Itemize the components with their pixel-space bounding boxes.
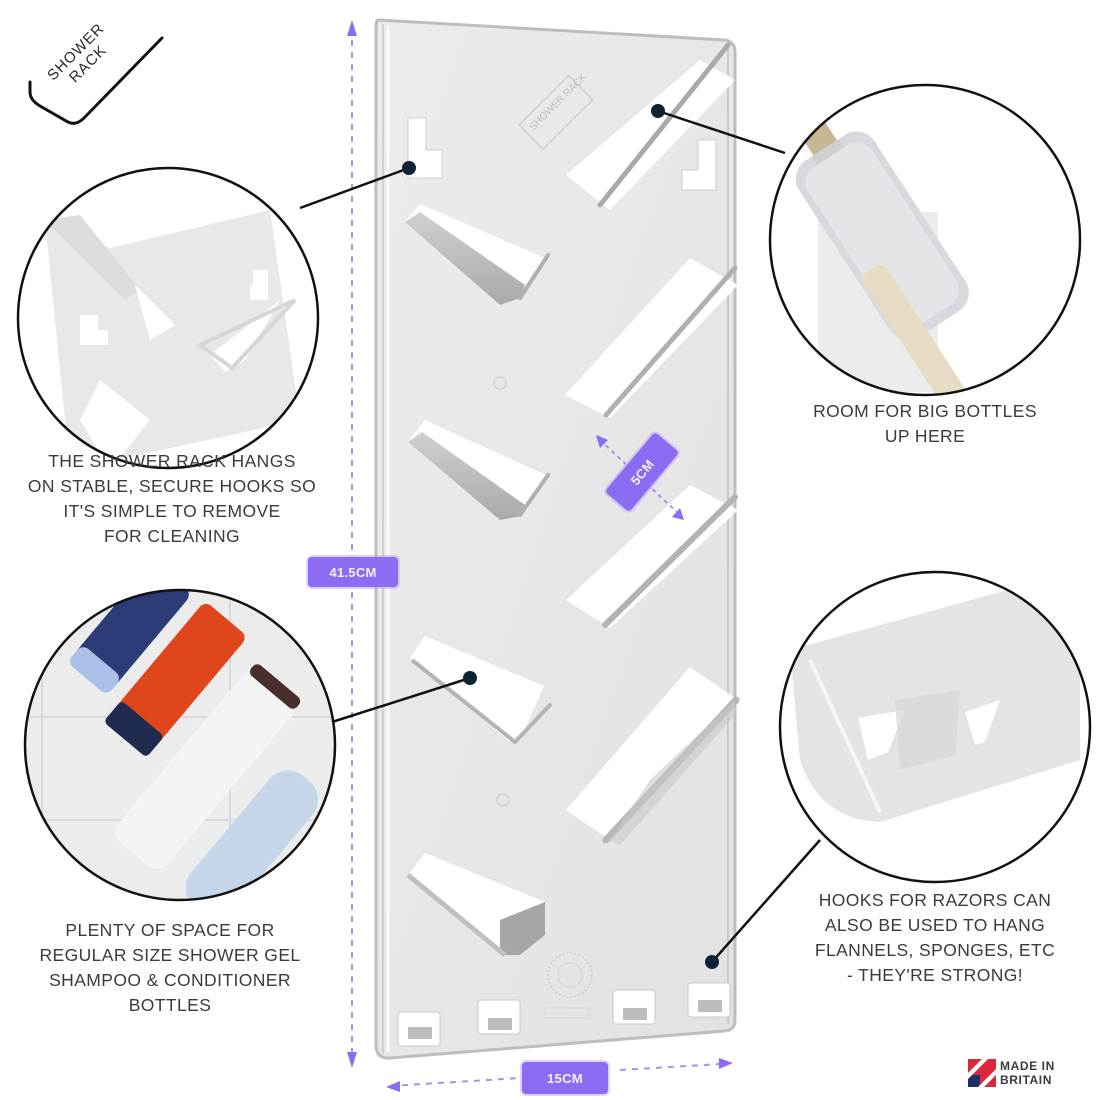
height-dimension-badge: 41.5CM <box>308 557 398 587</box>
width-dimension-arrow <box>389 1063 721 1087</box>
made-in-britain-flag-icon <box>968 1059 996 1087</box>
shelf-right-4 <box>566 667 740 845</box>
shower-rack: SHOWER RACK <box>374 18 740 1060</box>
caption-big-bottles: ROOM FOR BIG BOTTLES UP HERE <box>813 401 1037 446</box>
shelf-left-3 <box>410 636 552 744</box>
razor-hook-1 <box>397 1011 441 1047</box>
leader-line-regular-bottles <box>331 676 471 724</box>
callout-circle-razor-hooks <box>780 572 1090 882</box>
shelf-right-1 <box>566 42 735 210</box>
made-in-britain-mark: MADE IN BRITAIN <box>1000 1060 1055 1086</box>
callout-circle-hooks <box>18 168 318 468</box>
leader-line-razor-hooks <box>711 839 821 963</box>
razor-hook-2 <box>477 999 521 1035</box>
shelf-right-3 <box>566 485 738 628</box>
shelf-left-4 <box>406 853 545 957</box>
leader-line-big-bottles <box>657 109 786 155</box>
arrowhead-up-icon <box>347 20 357 36</box>
made-in-line2: BRITAIN <box>1000 1073 1052 1087</box>
caption-razor-hooks: HOOKS FOR RAZORS CAN ALSO BE USED TO HAN… <box>814 890 1056 985</box>
caption-regular-bottles: PLENTY OF SPACE FOR REGULAR SIZE SHOWER … <box>39 920 301 1015</box>
callout-dot-big-bottles-icon <box>651 104 665 118</box>
arrowhead-down-icon <box>347 1052 357 1068</box>
razor-hook-3 <box>612 989 656 1025</box>
width-dimension-badge: 15CM <box>522 1062 608 1094</box>
brand-tag-bracket <box>28 36 164 125</box>
shelf-left-2 <box>408 420 550 520</box>
caption-hooks: THE SHOWER RACK HANGS ON STABLE, SECURE … <box>27 451 317 546</box>
razor-hook-4 <box>687 982 731 1018</box>
callout-circle-big-bottles <box>770 85 1080 395</box>
callout-dot-regular-bottles-icon <box>463 671 477 685</box>
shelf-right-2 <box>565 258 738 418</box>
callout-dot-hooks-icon <box>402 161 416 175</box>
made-in-line1: MADE IN <box>1000 1059 1055 1073</box>
shelf-left-1 <box>405 204 550 305</box>
callout-dot-razor-hooks-icon <box>705 955 719 969</box>
leader-line-hooks <box>299 166 410 210</box>
callout-circle-regular-bottles <box>25 590 335 900</box>
